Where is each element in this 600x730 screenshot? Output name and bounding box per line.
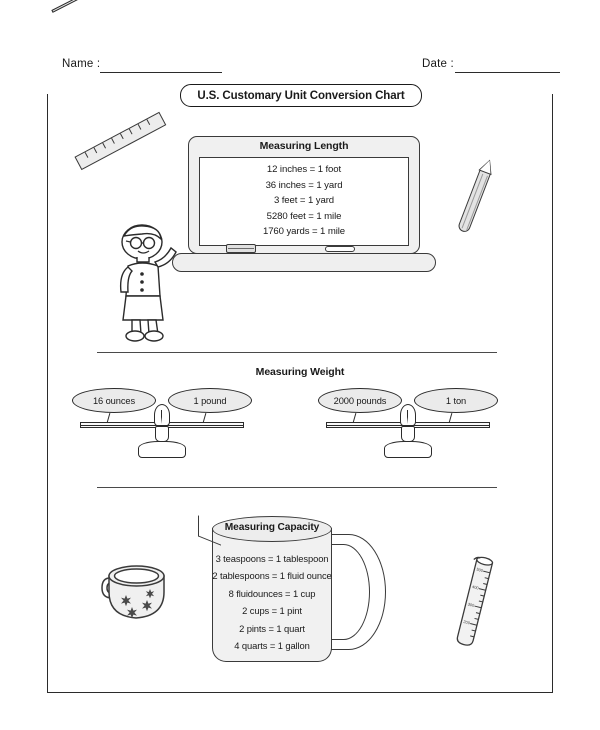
- scale-pan-right: 1 pound: [168, 388, 252, 413]
- capacity-conversion-list: 3 teaspoons = 1 tablespoon 2 tablespoons…: [168, 550, 376, 654]
- length-row: 3 feet = 1 yard: [273, 195, 335, 207]
- student-info-header: Name : Date :: [0, 54, 600, 78]
- length-row: 12 inches = 1 foot: [266, 164, 342, 175]
- scale-stem: [401, 426, 415, 442]
- scale-base: [384, 441, 432, 458]
- scale-base: [138, 441, 186, 458]
- teacher-figure-icon: [108, 222, 180, 342]
- section-divider-2: [97, 487, 497, 488]
- scale-fulcrum: [154, 404, 170, 426]
- measuring-jug-icon: Measuring Capacity 3 teaspoons = 1 table…: [198, 512, 392, 677]
- svg-text:500: 500: [476, 567, 484, 574]
- pointer-stick-icon: [51, 0, 139, 13]
- capacity-row: 3 teaspoons = 1 tablespoon: [215, 553, 329, 564]
- teacup-icon: [98, 562, 174, 624]
- scale-pan-right: 1 ton: [414, 388, 498, 413]
- chalk-tray: [172, 253, 436, 272]
- svg-text:300: 300: [467, 601, 475, 608]
- eraser-icon: [226, 244, 256, 253]
- balance-scale-icon: 2000 pounds 1 ton: [318, 388, 498, 460]
- scale-fulcrum: [400, 404, 416, 426]
- capacity-row: 8 fluidounces = 1 cup: [228, 587, 316, 599]
- length-row: 36 inches = 1 yard: [265, 179, 343, 191]
- graduated-cylinder-icon: 500 400 300 200: [451, 550, 499, 649]
- svg-text:200: 200: [463, 619, 471, 626]
- capacity-row: 2 tablespoons = 1 fluid ounce: [212, 570, 332, 582]
- date-write-line[interactable]: [455, 72, 560, 73]
- scale-pan-left: 2000 pounds: [318, 388, 402, 413]
- svg-text:400: 400: [472, 584, 480, 591]
- name-label: Name :: [62, 58, 101, 70]
- scale-stem: [155, 426, 169, 442]
- length-conversion-list: 12 inches = 1 foot 36 inches = 1 yard 3 …: [199, 162, 409, 240]
- length-row: 5280 feet = 1 mile: [266, 210, 342, 222]
- scale-pan-left: 16 ounces: [72, 388, 156, 413]
- capacity-row: 4 quarts = 1 gallon: [234, 640, 310, 652]
- capacity-row: 2 pints = 1 quart: [239, 622, 305, 634]
- capacity-heading: Measuring Capacity: [224, 522, 320, 533]
- length-row: 1760 yards = 1 mile: [262, 226, 346, 238]
- chalkboard-icon: Measuring Length 12 inches = 1 foot 36 i…: [172, 136, 436, 272]
- length-heading: Measuring Length: [259, 140, 349, 152]
- balance-scale-icon: 16 ounces 1 pound: [72, 388, 252, 460]
- chalk-icon: [325, 246, 355, 252]
- page-title: U.S. Customary Unit Conversion Chart: [180, 84, 422, 107]
- section-divider-1: [97, 352, 497, 353]
- date-label: Date :: [422, 58, 454, 70]
- weight-heading: Measuring Weight: [255, 366, 345, 378]
- name-write-line[interactable]: [100, 72, 222, 73]
- capacity-row: 2 cups = 1 pint: [242, 605, 302, 617]
